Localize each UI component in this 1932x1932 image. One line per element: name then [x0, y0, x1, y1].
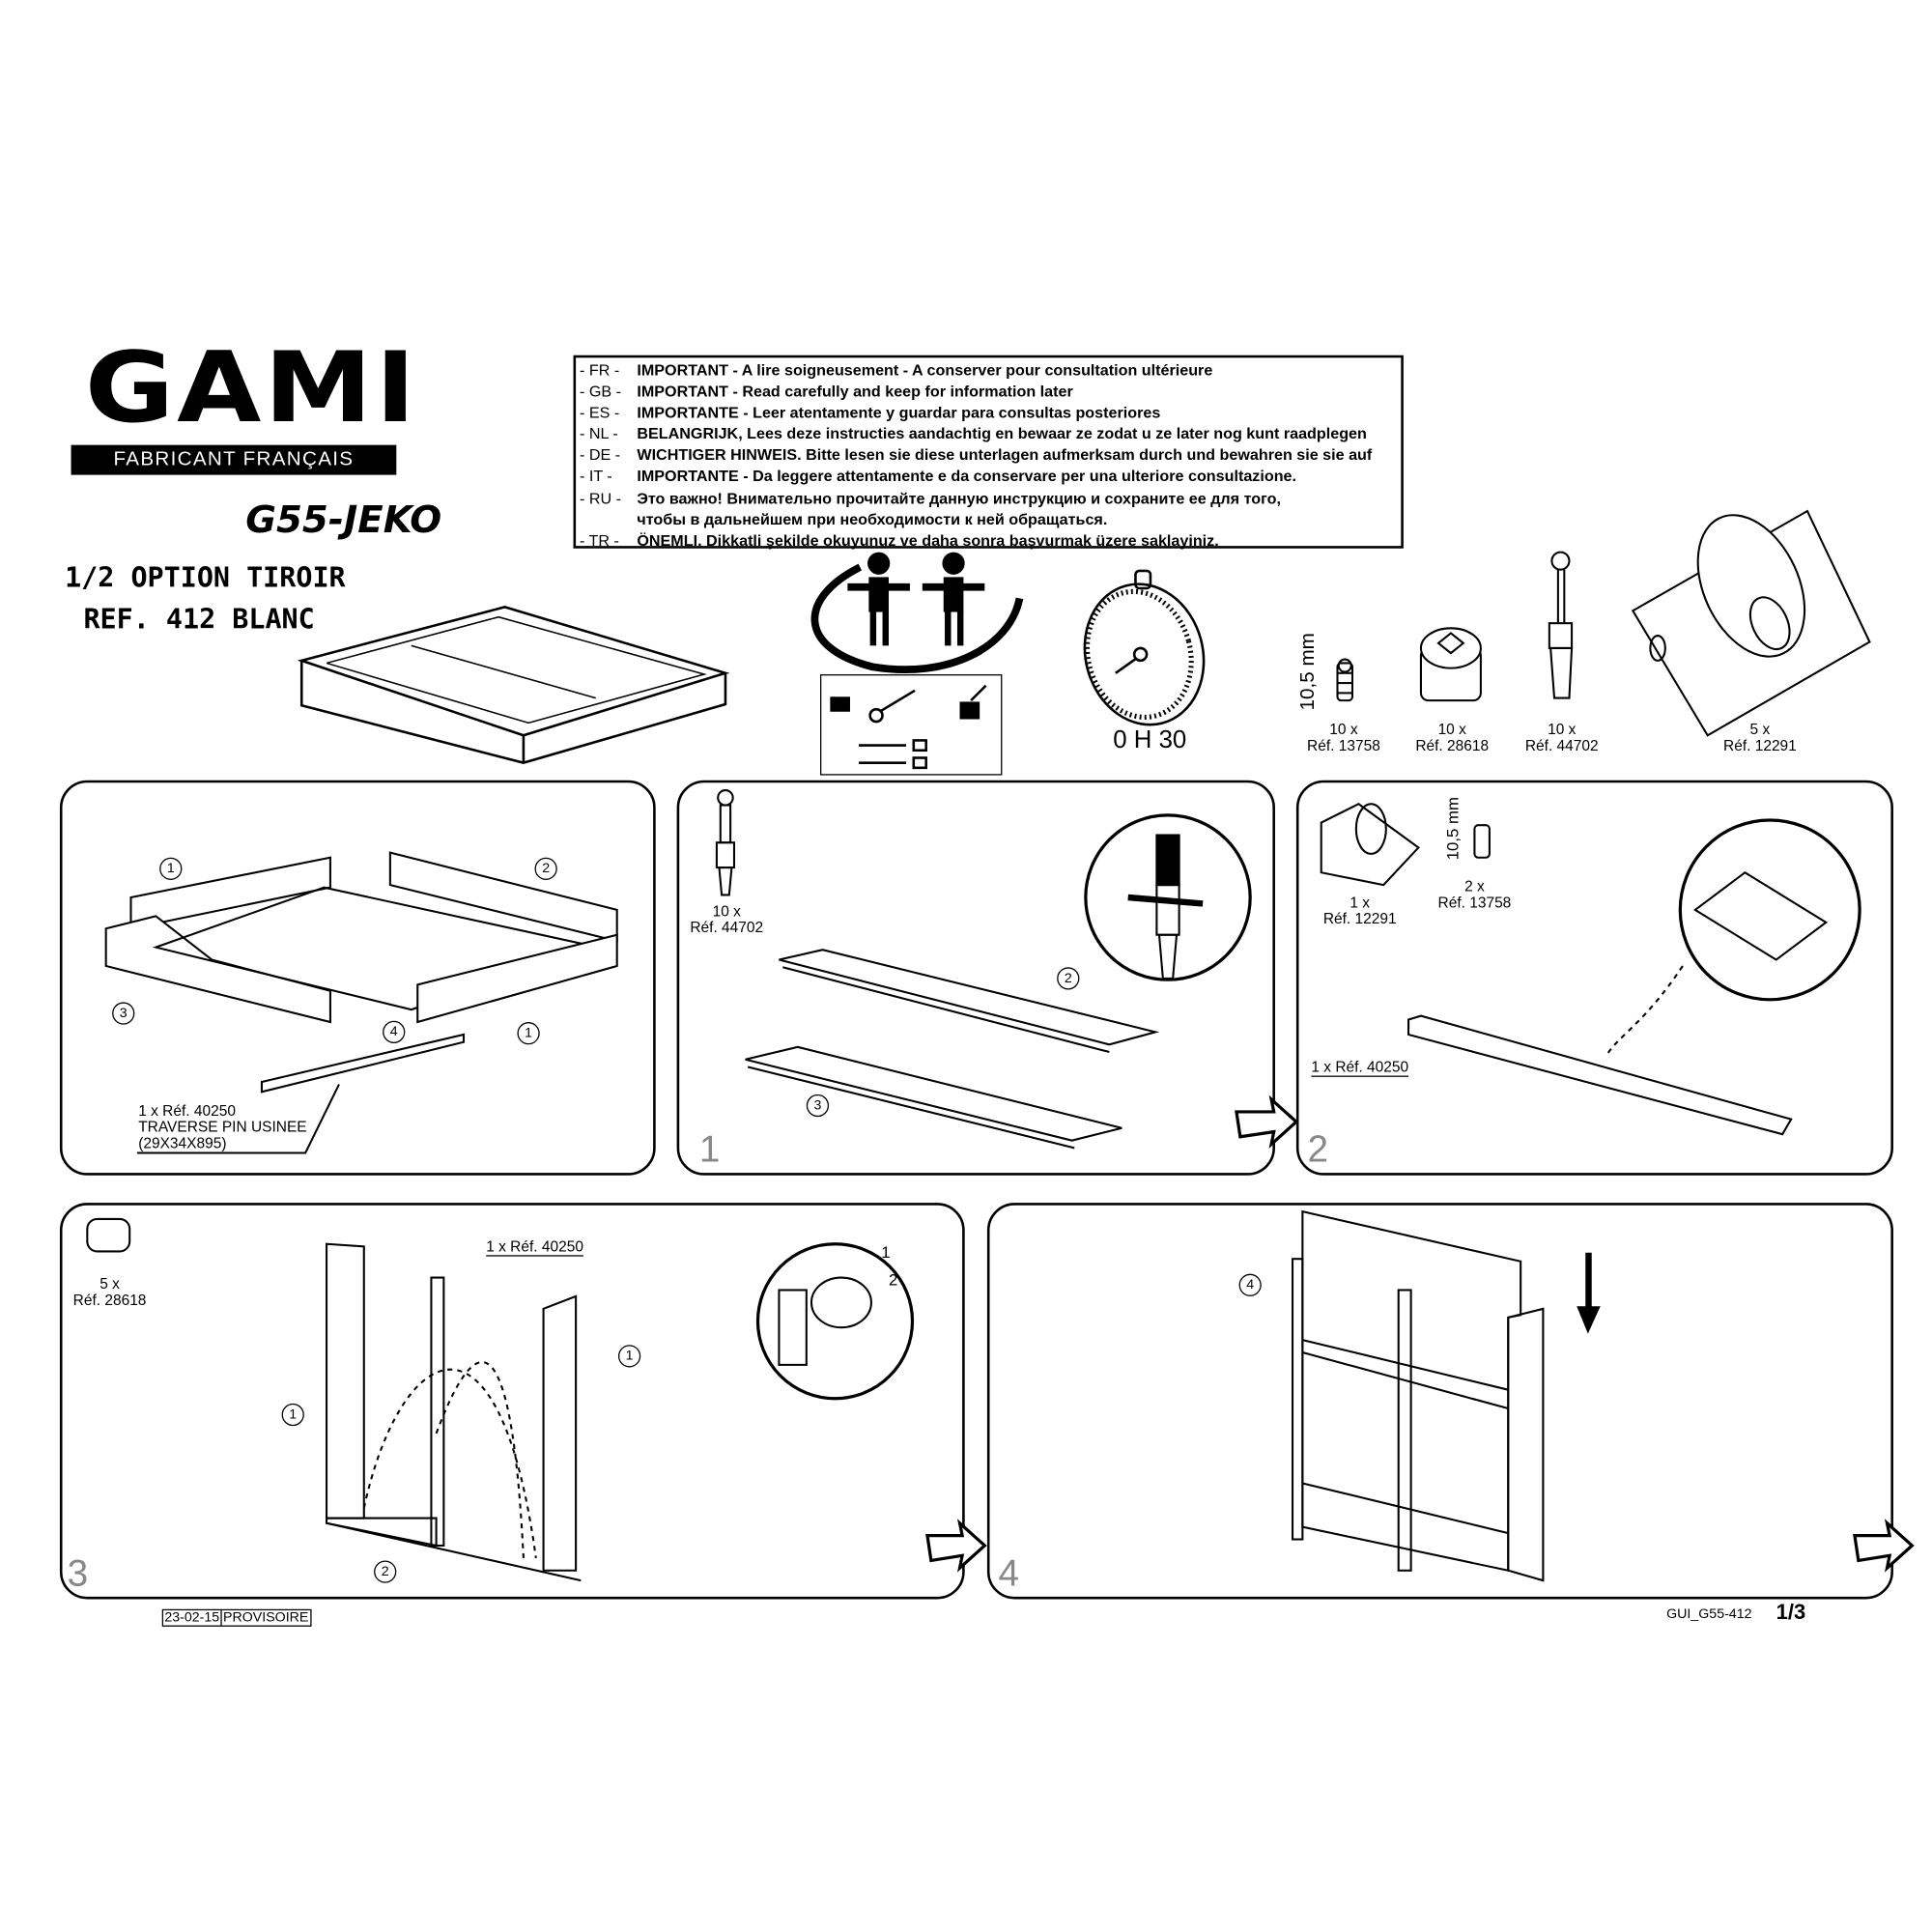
- step1-drawing: [715, 789, 1252, 1150]
- panel-overview: [59, 780, 656, 1176]
- warning-row: - TR -ÖNEMLI, Dikkatli şekilde okuyunuz …: [579, 531, 1219, 550]
- panel-step-3: [59, 1203, 965, 1600]
- warning-row: - IT -IMPORTANTE - Da leggere attentamen…: [579, 468, 1297, 486]
- callout: 2: [374, 1560, 397, 1583]
- brand-tagline: FABRICANT FRANÇAIS: [71, 444, 397, 475]
- step2-rail-label: 1 x Réf. 40250: [1311, 1058, 1409, 1077]
- callout: 1: [517, 1022, 540, 1045]
- step-number: 2: [1307, 1129, 1329, 1171]
- callout: 1: [281, 1403, 304, 1427]
- part-dimension: 10,5 mm: [1297, 633, 1320, 711]
- two-person-icon: [810, 552, 1024, 673]
- warning-row: - RU -Это важно! Внимательно прочитайте …: [579, 489, 1281, 507]
- warning-row: - FR -IMPORTANT - A lire soigneusement -…: [579, 361, 1213, 380]
- warning-row: - ES -IMPORTANTE - Leer atentamente y gu…: [579, 404, 1161, 422]
- next-arrow-icon: [1235, 1094, 1299, 1149]
- drawer-illustration: [297, 606, 730, 765]
- panel-step-1: [676, 780, 1275, 1176]
- warning-row: - GB -IMPORTANT - Read carefully and kee…: [579, 383, 1073, 401]
- callout: 4: [1238, 1273, 1262, 1296]
- callout: 1: [159, 857, 183, 880]
- revision-box: 23-02-15 PROVISOIRE: [161, 1608, 311, 1627]
- step3-drawing: [86, 1217, 915, 1582]
- tools-icon: [820, 674, 1003, 776]
- revision-date: 23-02-15: [163, 1610, 222, 1626]
- brand-logo: GAMI: [84, 332, 419, 445]
- callout: 3: [112, 1002, 135, 1025]
- warning-row: чтобы в дальнейшем при необходимости к н…: [637, 510, 1108, 528]
- warning-row: - NL -BELANGRIJK, Lees deze instructies …: [579, 425, 1367, 443]
- stopwatch-icon: [1083, 569, 1206, 726]
- next-arrow-icon: [925, 1519, 987, 1573]
- step4-drawing: [1292, 1209, 1915, 1582]
- callout: 2: [1057, 967, 1080, 990]
- panel-step-4: [986, 1203, 1893, 1600]
- callout: 2: [534, 857, 557, 880]
- model-name: G55-JEKO: [245, 498, 442, 543]
- step2-dimension: 10,5 mm: [1443, 797, 1463, 861]
- warning-box: - FR -IMPORTANT - A lire soigneusement -…: [573, 355, 1404, 550]
- revision-status: PROVISOIRE: [223, 1610, 309, 1626]
- callout: 3: [806, 1094, 830, 1118]
- step2-drawing: [1320, 803, 1861, 1136]
- panel-step-2: [1295, 780, 1893, 1176]
- step3-rail-label: 1 x Réf. 40250: [486, 1237, 583, 1257]
- assembly-time: 0 H 30: [1113, 726, 1187, 754]
- page-number: 1/3: [1776, 1600, 1806, 1625]
- step-number: 1: [698, 1129, 721, 1171]
- detail-step: 2: [888, 1269, 898, 1290]
- warning-row: - DE -WICHTIGER HINWEIS. Bitte lesen sie…: [579, 446, 1373, 465]
- reference: REF. 412 BLANC: [83, 604, 315, 637]
- overview-drawing: [104, 851, 618, 1154]
- subtitle: 1/2 OPTION TIROIR: [65, 563, 346, 595]
- detail-step: 1: [881, 1242, 891, 1262]
- step-number: 4: [998, 1552, 1020, 1595]
- part-images: [1336, 509, 1871, 737]
- callout: 4: [383, 1020, 406, 1043]
- doc-code: GUI_G55-412: [1666, 1606, 1752, 1622]
- callout: 1: [617, 1345, 641, 1368]
- step-number: 3: [67, 1552, 89, 1595]
